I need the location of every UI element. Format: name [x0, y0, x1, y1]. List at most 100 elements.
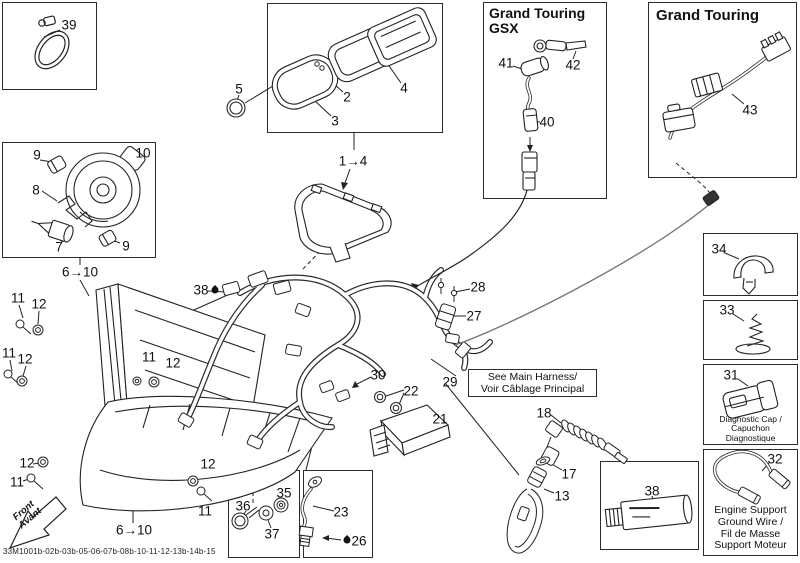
- part-label-32: 32: [767, 451, 783, 467]
- part-label-23: 23: [333, 504, 349, 520]
- gt-cable-to-harness: [454, 202, 712, 346]
- see-main-harness-line1: See Main Harness/: [487, 371, 578, 383]
- inset-box-part-39: [2, 2, 97, 90]
- part-label-5: 5: [235, 81, 243, 97]
- part-label-27: 27: [466, 308, 482, 324]
- part-label-29: 29: [442, 374, 458, 390]
- part-label-11: 11: [10, 290, 26, 306]
- part-label-18: 18: [536, 405, 552, 421]
- part-label-6-to-10: 6→10: [115, 522, 153, 538]
- engine-support-line3: Fil de Masse: [720, 527, 781, 540]
- inset-box-ground-wire: [703, 449, 798, 556]
- inset-box-part-34: [703, 233, 798, 296]
- sheet-reference-code: 33M1001b-02b-03b-05-06-07b-08b-10-11-12-…: [3, 547, 216, 556]
- part-label-39: 39: [61, 17, 77, 33]
- part-label-10: 10: [135, 145, 151, 161]
- part-41-cap: [520, 55, 549, 77]
- part-label-41: 41: [498, 55, 514, 71]
- gt-cable-connector: [702, 190, 720, 206]
- part-label-2: 2: [343, 89, 351, 105]
- part-label-12: 12: [165, 355, 181, 371]
- part-label-40: 40: [539, 114, 555, 130]
- see-main-harness-line2: Voir Câblage Principal: [480, 383, 585, 396]
- part-13-switch: [527, 466, 547, 488]
- part-2-screw: [314, 61, 325, 71]
- engine-support-note: Engine Support Ground Wire / Fil de Mass…: [704, 504, 797, 552]
- inset-box-grease-tube: [600, 461, 699, 550]
- part-label-34: 34: [711, 241, 727, 257]
- gsx-title-line2: GSX: [489, 20, 519, 37]
- part-label-11: 11: [9, 474, 25, 490]
- diagnostic-cap-line2: Capuchon: [731, 423, 770, 434]
- part-39-clamp-ring: [34, 15, 70, 70]
- see-main-harness-note-box: [468, 369, 597, 397]
- part-10-bulb-housing: [65, 145, 146, 228]
- part-label-31: 31: [723, 367, 739, 383]
- part-43-harness: [662, 31, 791, 140]
- part-label-28: 28: [470, 279, 486, 295]
- part-label-33: 33: [719, 302, 735, 318]
- part-23-wire: [298, 476, 322, 548]
- diagnostic-cap-line3: Diagnostique: [725, 432, 776, 443]
- part-17-washer: [535, 456, 551, 466]
- part-40-connector: [522, 108, 539, 132]
- engine-support-line4: Support Moteur: [714, 539, 787, 552]
- part-label-12: 12: [19, 455, 35, 471]
- engine-support-line2: Ground Wire /: [717, 515, 784, 528]
- part-31-diagnostic-cap: [722, 379, 779, 419]
- part-38-grease-tube: [604, 494, 693, 531]
- inset-box-grand-touring-gsx: [483, 2, 607, 199]
- part-42-key: [533, 39, 587, 53]
- part-label-35: 35: [276, 485, 292, 501]
- part-label-1-to-4: 1→4: [338, 153, 368, 169]
- instrument-cluster-assembly: [294, 183, 392, 263]
- part-9-socket-boot: [47, 155, 117, 247]
- inset-box-part-33: [703, 300, 798, 360]
- part-5-cap: [226, 98, 246, 118]
- diagnostic-cap-note: Diagnostic Cap / Capuchon Diagnostique: [704, 414, 797, 443]
- part-7-bulb: [31, 219, 74, 243]
- part-33-rivet: [735, 313, 771, 355]
- part-label-6-to-10: 6→10: [61, 264, 99, 280]
- gt-box-title: Grand Touring: [656, 7, 760, 24]
- part-label-38: 38: [193, 282, 209, 298]
- part-label-13: 13: [554, 488, 570, 504]
- part-label-11: 11: [1, 345, 17, 361]
- part-label-36: 36: [235, 498, 251, 514]
- inset-box-grand-touring: [648, 2, 797, 178]
- tether-cord-assembly: [506, 419, 628, 554]
- part-36-37-35-fasteners: [231, 497, 289, 530]
- part-label-12: 12: [200, 456, 216, 472]
- part-label-4: 4: [400, 80, 408, 96]
- harness-connectors: [177, 270, 472, 450]
- part-label-11: 11: [197, 503, 213, 519]
- part-label-43: 43: [742, 102, 758, 118]
- part-8-retainer-clip: [57, 195, 93, 228]
- part-label-9: 9: [122, 238, 130, 254]
- part-label-42: 42: [565, 57, 581, 73]
- part-34-clip: [733, 255, 774, 295]
- inset-box-gauge-cluster: [267, 3, 443, 133]
- part-label-7: 7: [55, 239, 63, 255]
- gsx-box-title: Grand Touring GSX: [489, 5, 586, 37]
- part-22-nuts: [374, 391, 402, 414]
- front-direction-arrow: [8, 496, 67, 550]
- part-18-coil: [561, 419, 607, 451]
- part-label-8: 8: [32, 182, 40, 198]
- part-label-9: 9: [33, 147, 41, 163]
- part-label-37: 37: [264, 526, 280, 542]
- housing-hardware: [3, 319, 213, 502]
- engine-support-line1: Engine Support: [714, 504, 787, 516]
- part-label-3: 3: [331, 113, 339, 129]
- inset-box-headlamp-bulb: [2, 142, 156, 258]
- gsx-tether-chain: [520, 39, 587, 191]
- part-label-26: 26: [351, 533, 367, 549]
- part-label-30: 30: [370, 367, 386, 383]
- part-label-12: 12: [17, 351, 33, 367]
- part-label-38: 38: [644, 483, 660, 499]
- diagnostic-cap-line1: Diagnostic Cap /: [719, 414, 782, 424]
- gsx-title-line1: Grand Touring: [489, 5, 586, 21]
- inset-box-diagnostic-cap: [703, 364, 798, 445]
